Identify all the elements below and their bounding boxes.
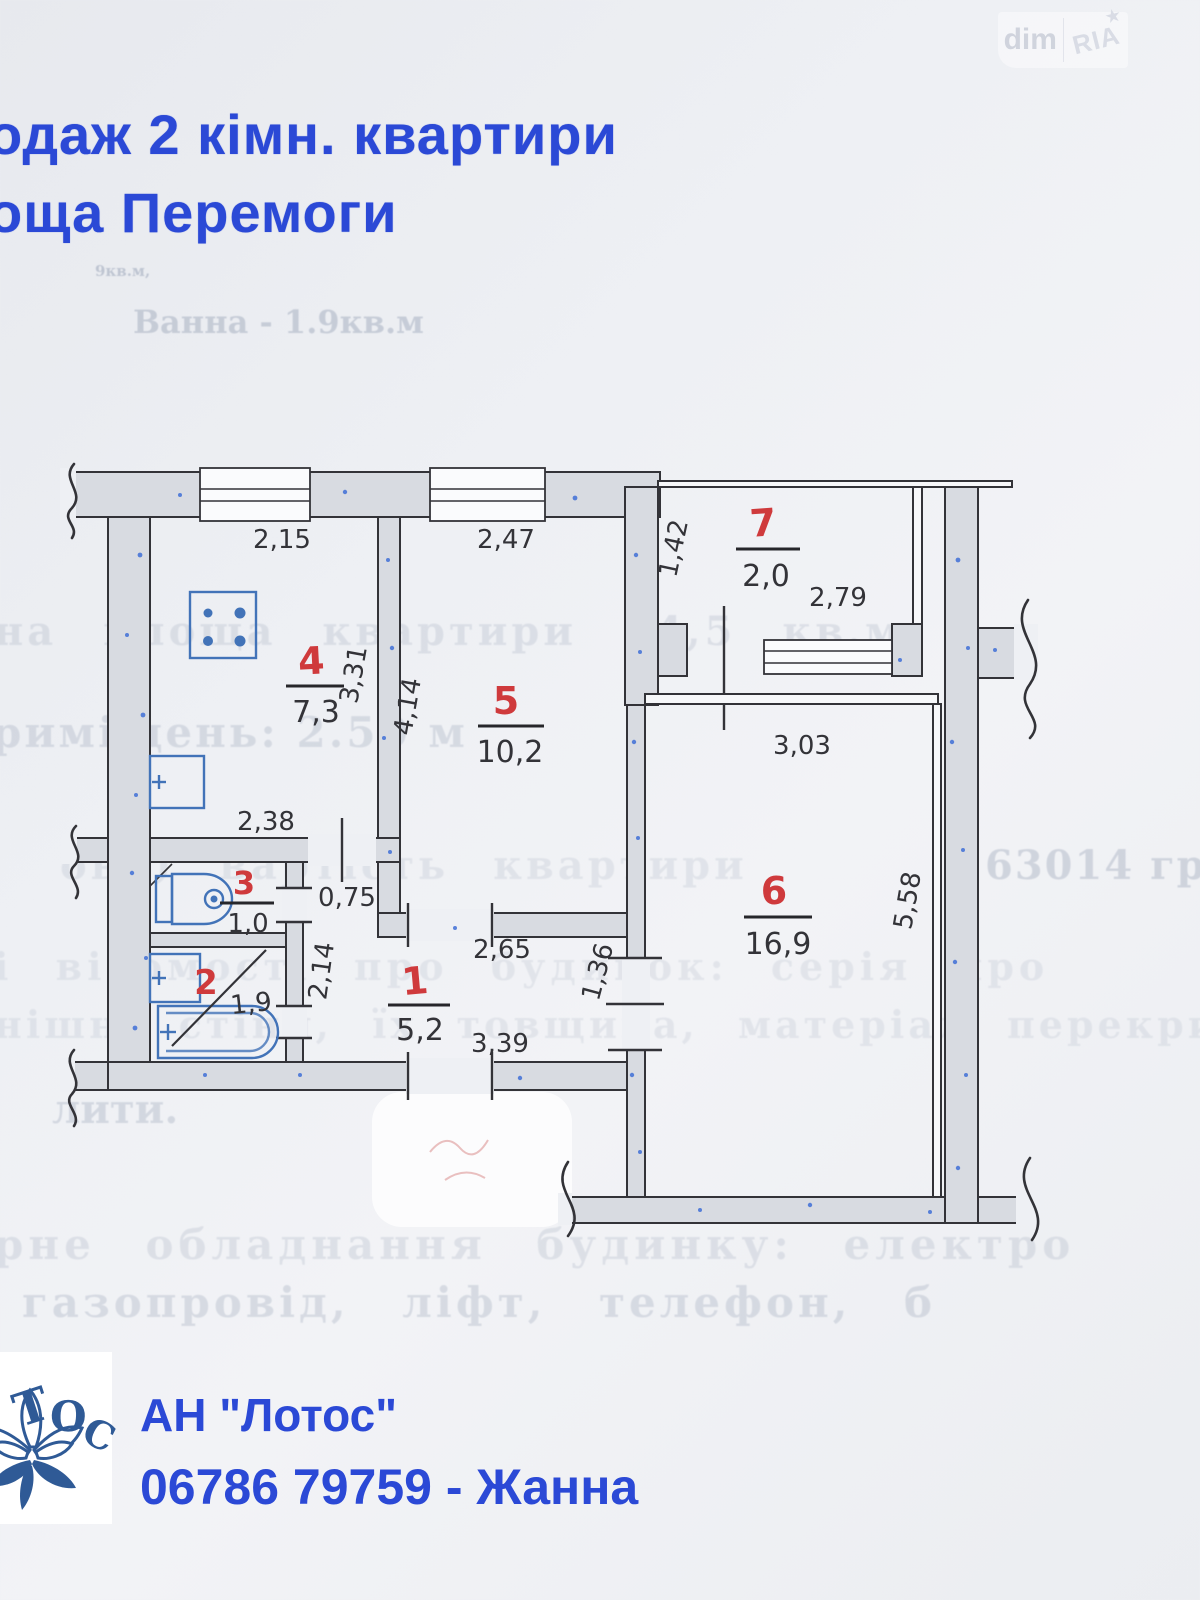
dim-kitchen-right: 3,31 <box>334 644 374 706</box>
faded-text-equipment: рне обладнання будинку: електро <box>0 1220 1076 1269</box>
dim-hall-right: 1,36 <box>576 940 620 1004</box>
room-hall-number: 1 <box>400 958 430 1004</box>
dim-hall-bottom: 3,39 <box>471 1029 529 1059</box>
dim-hall-top: 2,65 <box>473 935 531 965</box>
listing-title: одаж 2 кімн. квартири оща Перемоги <box>0 96 618 252</box>
bathroom-sink-icon <box>148 952 202 1004</box>
room-labels: 4 7,3 5 10,2 7 2,0 6 16,9 3 1,0 2 1,9 1 … <box>194 500 812 1048</box>
watermark-divider <box>1062 17 1064 63</box>
bathtub-icon <box>156 1004 280 1060</box>
dim-balcony-left: 1,42 <box>653 517 694 580</box>
room-living-number: 5 <box>493 679 519 723</box>
dim-kitchen-bottom: 2,38 <box>237 807 295 837</box>
room-bedroom-area: 16,9 <box>745 927 812 962</box>
dim-bedroom-top: 3,03 <box>773 731 831 761</box>
dim-corridor: 0,75 <box>318 883 376 913</box>
erased-patch <box>372 1092 572 1227</box>
bathroom-diagonal-mark <box>171 949 267 1047</box>
dim-living-top: 2,47 <box>477 525 535 555</box>
toilet-icon <box>154 872 234 926</box>
dim-balcony-bottom: 2,79 <box>809 583 867 613</box>
dim-kitchen-top: 2,15 <box>253 525 311 555</box>
room-wc-area: 1,0 <box>227 909 268 939</box>
room-bathroom-area: 1,9 <box>229 987 273 1021</box>
agency-name: АН "Лотос" <box>140 1389 398 1441</box>
room-bathroom-number: 2 <box>194 963 218 1003</box>
room-kitchen-area: 7,3 <box>292 695 340 730</box>
room-kitchen-number: 4 <box>297 638 326 683</box>
agency-logo: Т О С <box>0 1352 123 1524</box>
stove-icon <box>188 590 258 660</box>
faded-text-series: і відомості про будинок: серія про <box>0 944 1050 989</box>
faded-text-gas: газопровід, ліфт, телефон, б <box>22 1278 936 1327</box>
room-living-area: 10,2 <box>477 735 544 770</box>
faded-text-walls: нішні стіни, їх товщина, матеріал перекр… <box>0 1002 1200 1047</box>
dim-bath-right: 2,14 <box>303 940 341 1002</box>
faded-text-price: 63014 гр <box>985 842 1200 889</box>
room-balcony-number: 7 <box>748 500 777 546</box>
room-bedroom-number: 6 <box>761 869 787 913</box>
dim-ria-watermark: dim ★ RIA <box>998 6 1128 68</box>
title-line-2: оща Перемоги <box>0 181 398 244</box>
red-scribble <box>429 1139 489 1181</box>
title-line-1: одаж 2 кімн. квартири <box>0 103 618 166</box>
dimension-labels: 2,15 2,47 1,42 2,79 3,03 3,31 4,14 2,38 … <box>237 517 928 1059</box>
lotus-icon <box>0 1387 85 1510</box>
watermark-dim-label: dim <box>1003 23 1057 56</box>
faded-text-bath: Ванна - 1.9кв.м <box>133 303 424 341</box>
faded-text-sqm: 9кв.м, <box>95 262 151 280</box>
kitchen-sink-icon <box>148 754 206 810</box>
room-hall-area: 5,2 <box>396 1013 444 1048</box>
dim-bedroom-right: 5,58 <box>888 870 928 932</box>
room-balcony-area: 2,0 <box>742 559 790 594</box>
agency-phone: 06786 79759 - Жанна <box>140 1459 639 1515</box>
wall-speckles <box>125 489 997 1214</box>
room-wc-number: 3 <box>233 864 255 902</box>
